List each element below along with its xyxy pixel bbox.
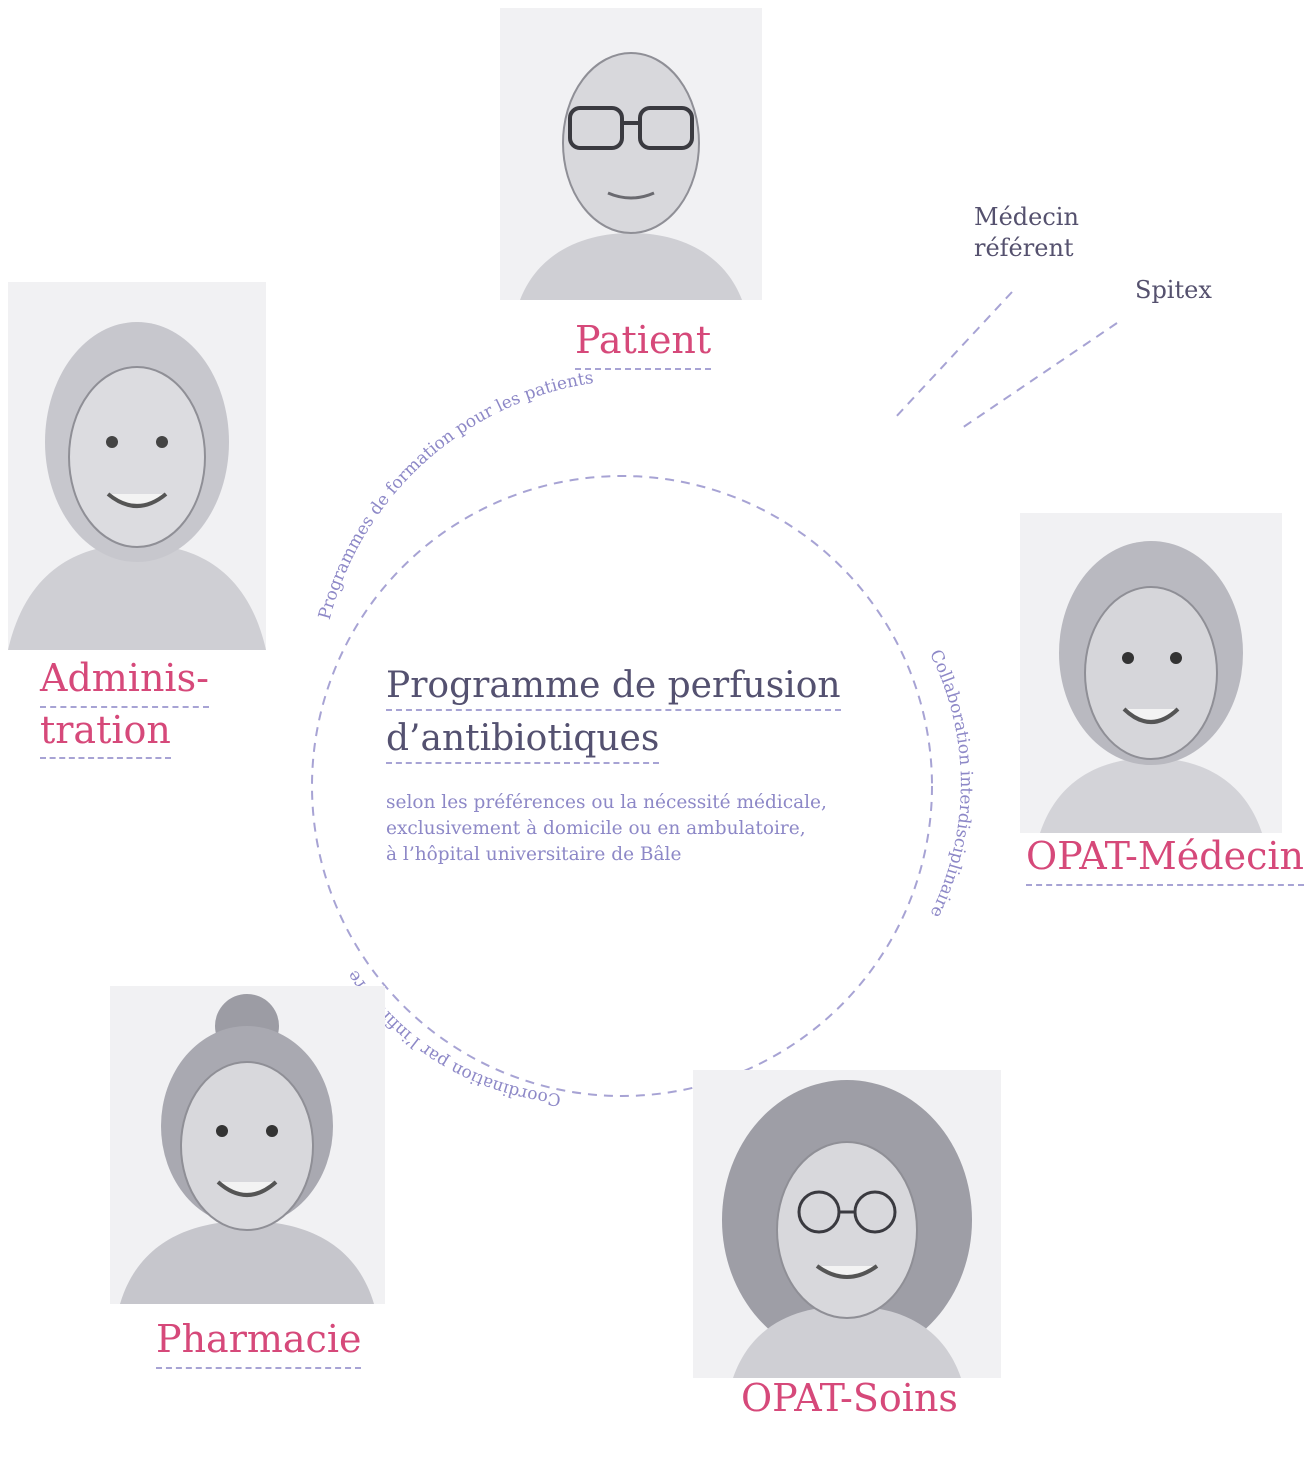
- opat-soins-portrait: [693, 1070, 1001, 1378]
- patient-portrait: [500, 8, 762, 300]
- program-title: Programme de perfusion d’antibiotiques: [386, 664, 841, 770]
- role-administration: Adminis- tration: [40, 656, 209, 760]
- program-subtitle: selon les préférences ou la nécessité mé…: [386, 790, 946, 868]
- label-medecin-referent: Médecin référent: [974, 203, 1079, 263]
- label-spitex: Spitex: [1135, 276, 1212, 304]
- role-opat-soins: OPAT-Soins: [741, 1376, 958, 1420]
- subtitle-line: à l’hôpital universitaire de Bâle: [386, 843, 682, 865]
- administration-portrait: [8, 282, 266, 650]
- role-opat-medecin: OPAT-Médecin: [1026, 834, 1305, 886]
- role-pharmacie: Pharmacie: [156, 1317, 362, 1369]
- subtitle-line: selon les préférences ou la nécessité mé…: [386, 792, 827, 813]
- connector-spitex: [961, 322, 1118, 429]
- opat-medecin-portrait: [1020, 513, 1282, 833]
- pharmacie-portrait: [110, 986, 385, 1304]
- subtitle-line: exclusivement à domicile ou en ambulatoi…: [386, 817, 806, 839]
- ring-label-top: Programmes de formation pour les patient…: [315, 368, 595, 622]
- connector-medecin-referent: [892, 291, 1013, 421]
- program-circle: [311, 475, 933, 1097]
- role-patient: Patient: [575, 318, 712, 370]
